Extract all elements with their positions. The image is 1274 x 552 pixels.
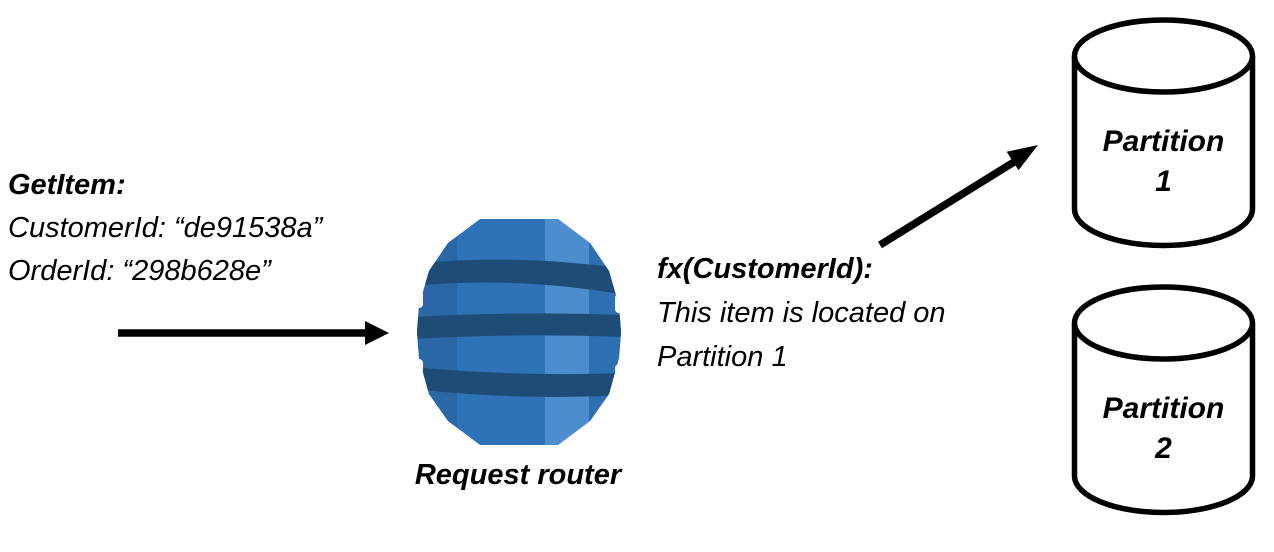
fx-line-2: This item is located on: [657, 297, 946, 329]
partition-number: 2: [1155, 432, 1172, 465]
partition-label: Partition 1: [1071, 122, 1256, 202]
partition-name: Partition: [1102, 392, 1225, 425]
dynamodb-middle-band: [417, 313, 621, 339]
arrow-right-icon: [118, 321, 389, 345]
partition-number: 1: [1155, 165, 1172, 198]
database-cylinder-icon: [1071, 284, 1256, 516]
dynamodb-edge-notch: [417, 359, 423, 378]
fx-title: fx(CustomerId):: [657, 253, 873, 285]
database-cylinder-icon: [1071, 17, 1256, 249]
getitem-title: GetItem:: [8, 169, 126, 201]
partition-2-cylinder: Partition 2: [1071, 283, 1256, 516]
arrow-head: [1006, 145, 1038, 171]
dynamodb-bottom-band: [417, 367, 621, 397]
cylinder-body: [1071, 323, 1256, 516]
partition-1-cylinder: Partition 1: [1071, 16, 1256, 249]
fx-routing-text: fx(CustomerId): This item is located on …: [657, 247, 946, 379]
dynamodb-edge-notch: [417, 289, 423, 308]
arrow-shaft: [878, 158, 1016, 249]
customerid-line: CustomerId: “de91538a”: [8, 212, 323, 244]
dynamodb-edge-notch: [615, 364, 621, 383]
dynamodb-edge-notch: [615, 294, 621, 313]
fx-line-3: Partition 1: [657, 341, 788, 373]
cylinder-body: [1071, 56, 1256, 249]
arrow-up-right-icon: [878, 145, 1038, 249]
getitem-request-text: GetItem: CustomerId: “de91538a” OrderId:…: [8, 164, 322, 293]
cylinder-top: [1071, 17, 1256, 95]
cylinder-top: [1071, 284, 1256, 362]
dynamodb-top-band: [417, 259, 621, 295]
dynamodb-database-icon: [417, 219, 621, 445]
partition-label: Partition 2: [1071, 389, 1256, 469]
arrow-head: [365, 321, 389, 345]
request-router-label: Request router: [414, 459, 622, 491]
partition-name: Partition: [1102, 125, 1225, 158]
orderid-line: OrderId: “298b628e”: [8, 255, 271, 287]
